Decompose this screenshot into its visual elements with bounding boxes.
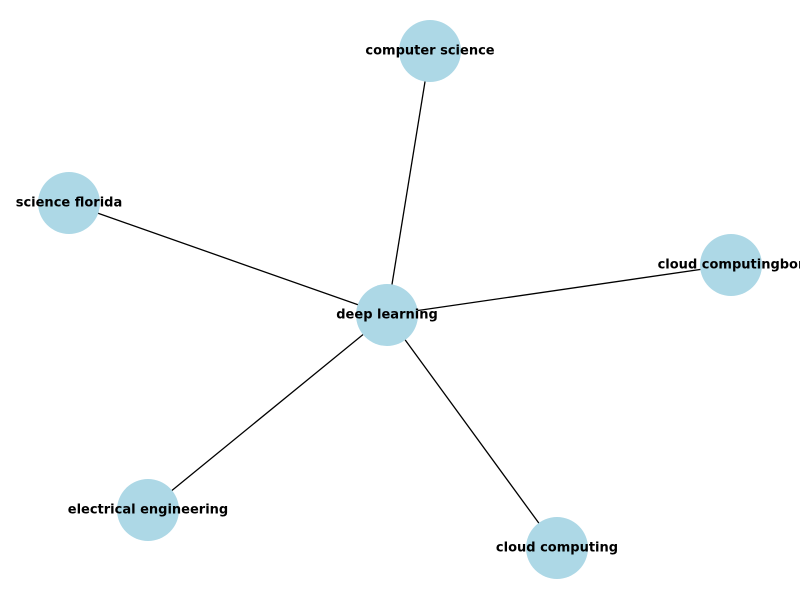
edge-deep-learning-to-science-florida <box>68 202 388 316</box>
node-science-florida[interactable]: science florida <box>16 172 123 234</box>
node-circle[interactable] <box>700 234 762 296</box>
node-cloud-computing[interactable]: cloud computing <box>496 517 618 579</box>
nodes-layer: deep learning computer science science flo… <box>16 20 800 579</box>
node-label: cloud computingbor <box>658 258 800 273</box>
edges-layer <box>68 50 732 549</box>
node-label: deep learning <box>336 308 438 323</box>
edge-deep-learning-to-cloud-computingbor <box>386 264 732 316</box>
node-label: electrical engineering <box>68 503 229 518</box>
edge-deep-learning-to-electrical-engineering <box>147 314 388 511</box>
node-cloud-computingbor[interactable]: cloud computingbor <box>658 234 800 296</box>
edge-deep-learning-to-computer-science <box>386 50 431 316</box>
node-circle[interactable] <box>399 20 461 82</box>
node-circle[interactable] <box>356 284 418 346</box>
node-computer-science[interactable]: computer science <box>365 20 495 82</box>
node-circle[interactable] <box>526 517 588 579</box>
node-deep-learning[interactable]: deep learning <box>336 284 438 346</box>
node-circle[interactable] <box>117 479 179 541</box>
edge-deep-learning-to-cloud-computing <box>386 314 558 549</box>
node-circle[interactable] <box>38 172 100 234</box>
node-label: science florida <box>16 196 123 211</box>
node-label: computer science <box>365 44 494 59</box>
node-label: cloud computing <box>496 541 618 556</box>
node-electrical-engineering[interactable]: electrical engineering <box>68 479 229 541</box>
